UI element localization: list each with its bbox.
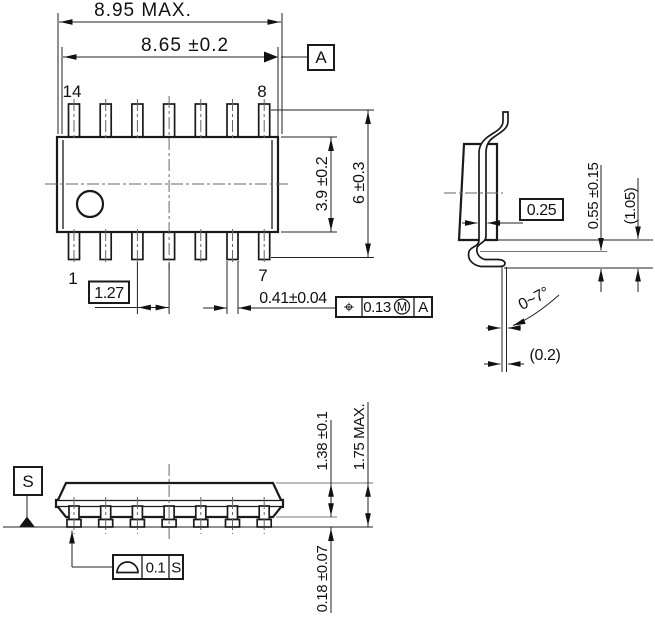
dim-lead-thickness: 0.25 [462,198,564,226]
mmc-modifier-circle [393,298,411,315]
dim-tip-ref: (0.2) [484,347,561,367]
dim-lead-thickness-frame [519,198,564,221]
position-symbol-icon: ⌖ [344,297,354,318]
dim-body-length: 8.65 ±0.2 A [61,35,335,136]
front-view-centerlines [73,464,265,541]
dim-pitch-text: 1.27 [94,285,124,302]
dim-shoulder-ref: (1.05) [622,178,641,292]
pin-number-1: 1 [68,269,77,288]
datum-s-box [13,466,43,496]
top-view-centerlines [45,96,291,270]
dim-foot-angle-text: 0~7° [516,284,552,314]
profile-tolerance-value: 0.1 [146,560,166,577]
dim-body-width-text: 3.9 ±0.2 [314,156,331,211]
position-datum-ref: A [418,299,428,316]
datum-a-box [307,44,335,71]
dim-foot-height: 0.55 ±0.15 [585,163,604,292]
profile-surface-symbol-icon [116,561,139,574]
dim-standoff: 0.18 ±0.07 [314,527,334,613]
datum-s-triangle [19,516,35,527]
dim-body-height-text: 1.38 ±0.1 [314,412,331,471]
dim-overall-height-text: 1.75 MAX. [351,404,368,470]
dim-body-width: 3.9 ±0.2 [281,136,337,233]
dim-foot-angle: 0~7° [486,284,560,331]
dim-lead-span-text: 6 ±0.3 [351,162,368,204]
dim-overall-length: 8.95 MAX. [57,0,283,134]
dim-lead-thickness-text: 0.25 [527,202,557,219]
datum-s: S [13,466,43,527]
datum-s-label: S [22,472,33,491]
dim-overall-length-text: 8.95 MAX. [94,0,192,21]
top-view: 8.95 MAX. 8.65 ±0.2 A 14 8 1 7 3.9 ±0.2 [45,0,433,318]
pin-number-7: 7 [258,266,267,285]
position-tolerance-value: 0.13 [363,299,391,316]
package-body-side-view [457,142,499,242]
dim-pitch: 1.27 [88,262,170,314]
dim-foot-height-text: 0.55 ±0.15 [585,163,602,230]
pin-number-8: 8 [257,82,266,101]
mmc-modifier-letter: M [397,300,407,314]
dim-body-height: 1.38 ±0.1 [314,412,334,517]
datum-a-triangle [264,51,278,63]
position-tolerance-frame: ⌖ 0.13 M A [335,296,433,318]
datum-a-label: A [315,48,327,67]
dim-lead-width: 0.41±0.04 [203,261,336,314]
lead-profile [467,111,509,268]
pin-number-14: 14 [63,82,82,101]
dim-overall-height: 1.75 MAX. [351,402,371,527]
dim-shoulder-ref-text: (1.05) [622,187,639,224]
front-view: S 0.1 S 1.38 ±0.1 1 [3,402,373,613]
dim-standoff-text: 0.18 ±0.07 [314,546,331,613]
dim-body-length-text: 8.65 ±0.2 [141,35,229,56]
profile-datum-ref: S [171,560,181,577]
profile-tolerance-frame: 0.1 S [69,530,184,580]
dim-tip-ref-text: (0.2) [530,347,561,364]
pin1-index-mark [75,189,105,219]
dim-pitch-frame [88,280,130,304]
dim-lead-width-text: 0.41±0.04 [259,290,327,307]
side-view: 0.25 0.55 ±0.15 (1.05) 0~7° [444,111,653,372]
dim-lead-span: 6 ±0.3 [271,109,374,258]
